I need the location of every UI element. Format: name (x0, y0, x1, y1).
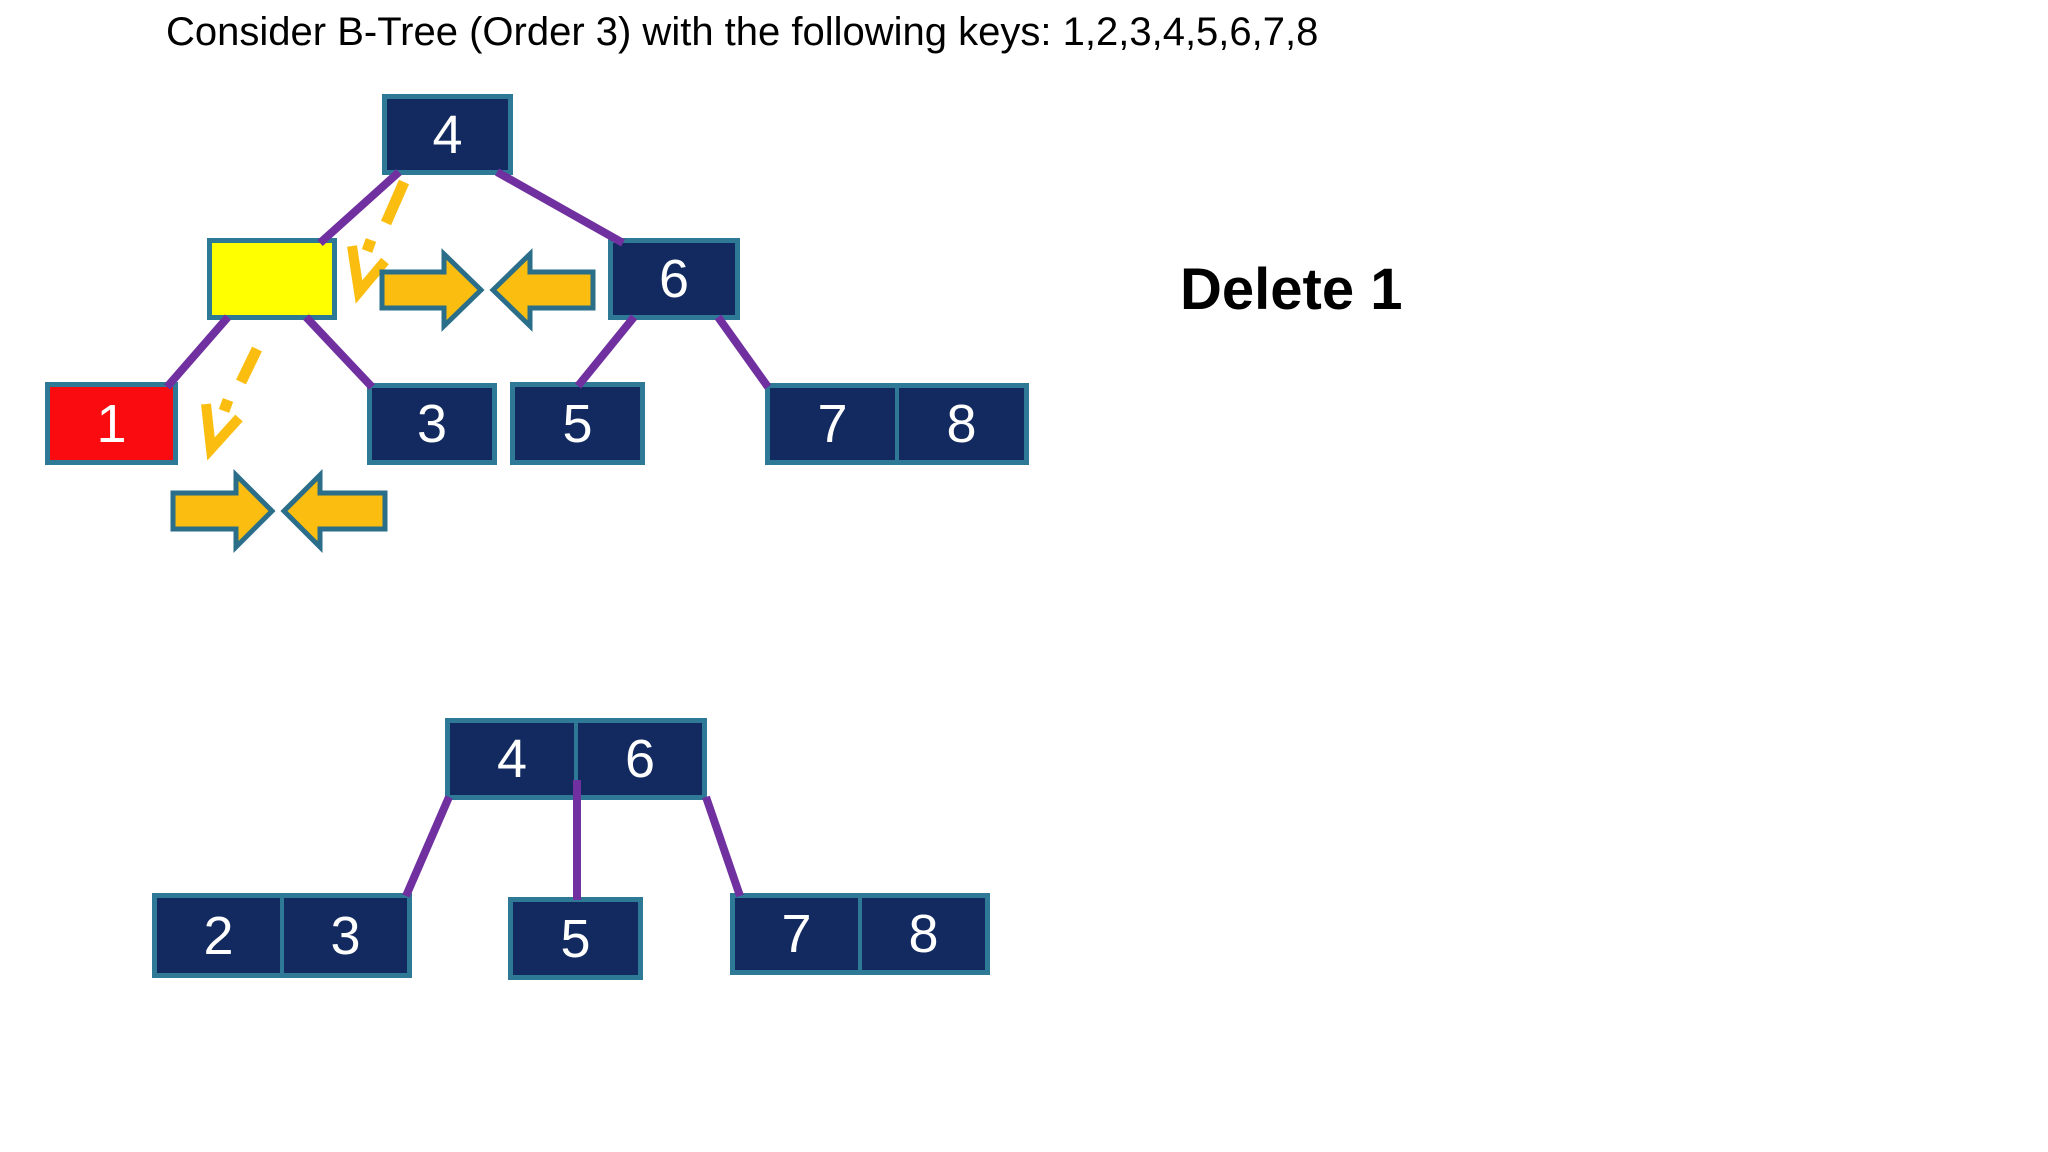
edge-underflow-to-3 (303, 314, 375, 390)
btree-before-leaf-78: 7 8 (765, 383, 1029, 465)
btree-before-root-node: 4 (382, 94, 513, 175)
merge-arrows-internal (379, 248, 596, 332)
key-cell: 4 (432, 104, 463, 165)
edge-root-to-78 (702, 795, 744, 898)
edge-underflow-to-1 (163, 314, 232, 390)
key-cell: 6 (658, 249, 690, 309)
btree-before-node-6: 6 (608, 238, 740, 320)
key-cell: 5 (560, 908, 591, 969)
key-cell: 1 (96, 393, 127, 454)
btree-before-leaf-5: 5 (510, 382, 645, 465)
key-cell: 6 (574, 723, 702, 795)
key-cell: 8 (858, 898, 985, 970)
dashed-move-arrow-root-icon (347, 179, 410, 304)
edge-root-to-underflow (317, 169, 402, 246)
dashed-move-arrow-leaf-icon (201, 346, 262, 461)
edge-root-to-6 (495, 168, 625, 247)
merge-arrow-left-icon (280, 468, 388, 554)
merge-arrows-leaf (170, 468, 388, 554)
key-cell: 5 (562, 393, 593, 454)
btree-after-leaf-23: 2 3 (152, 893, 412, 978)
merge-arrow-right-icon (379, 248, 485, 332)
key-cell: 3 (280, 898, 407, 973)
btree-before-underflow-node (207, 238, 337, 320)
btree-after-leaf-5: 5 (508, 897, 643, 980)
merge-arrow-left-icon (489, 248, 596, 332)
key-cell: 2 (203, 905, 234, 966)
btree-before-leaf-1: 1 (45, 382, 178, 465)
slide-title: Consider B-Tree (Order 3) with the follo… (166, 10, 1319, 54)
key-cell: 8 (895, 388, 1024, 460)
delete-annotation: Delete 1 (1180, 257, 1403, 322)
key-cell: 7 (817, 394, 848, 454)
key-cell (212, 243, 332, 315)
edge-root-to-23 (402, 795, 453, 898)
key-cell: 3 (416, 394, 448, 454)
key-cell: 7 (781, 904, 812, 964)
edge-6-to-78 (714, 314, 772, 390)
btree-after-leaf-78: 7 8 (730, 893, 990, 975)
edge-6-to-5 (574, 314, 638, 389)
key-cell: 4 (496, 729, 528, 789)
merge-arrow-right-icon (170, 468, 276, 554)
btree-before-leaf-3: 3 (367, 383, 497, 465)
btree-after-root-node: 4 6 (445, 718, 707, 800)
